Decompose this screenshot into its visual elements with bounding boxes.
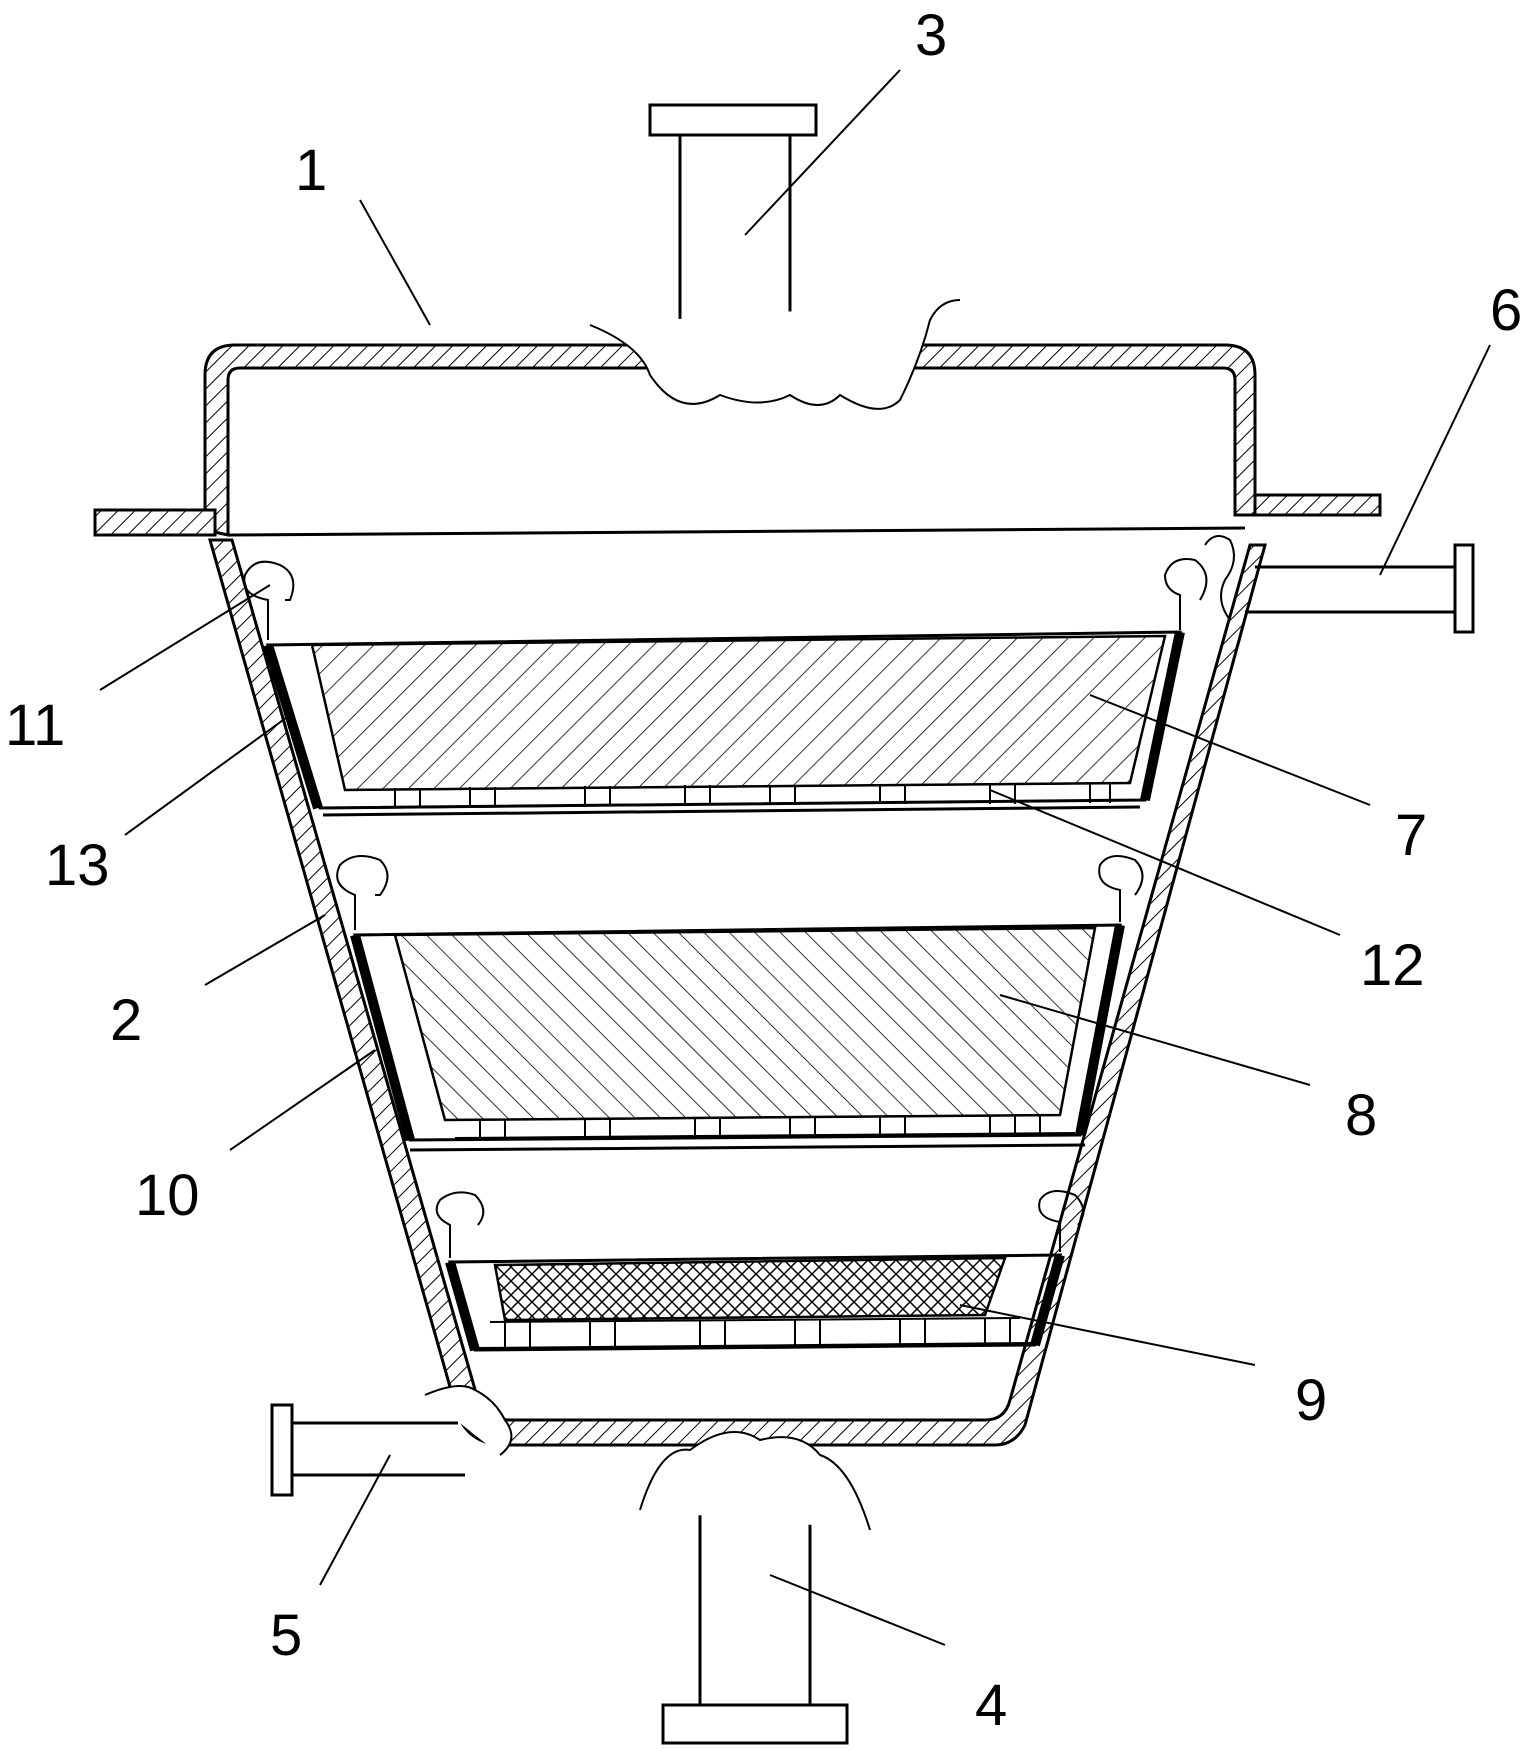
leader-lines	[99, 69, 1491, 1646]
label-10: 10	[135, 1163, 200, 1228]
label-7: 7	[1395, 803, 1427, 868]
label-1: 1	[295, 138, 327, 203]
side-port-upper	[1245, 543, 1475, 634]
label-3: 3	[915, 3, 947, 68]
label-12: 12	[1360, 933, 1425, 998]
side-port-lower	[270, 1403, 465, 1497]
filter-tier-3	[409, 1143, 1086, 1352]
label-9: 9	[1295, 1368, 1327, 1433]
outlet-pipe-bottom	[639, 1431, 871, 1745]
label-8: 8	[1345, 1083, 1377, 1148]
label-13: 13	[45, 833, 110, 898]
label-4: 4	[975, 1673, 1007, 1738]
label-2: 2	[110, 988, 142, 1053]
lid	[93, 299, 1382, 537]
perforated-plate-1	[344, 782, 1141, 809]
label-11: 11	[5, 693, 65, 758]
label-6: 6	[1490, 278, 1522, 343]
inlet-pipe-top	[648, 103, 818, 350]
number-labels: 1 3 6 11 13 7 12 2 8 10 9 5 4	[5, 3, 1522, 1738]
perforated-plate-2	[444, 1114, 1076, 1139]
filter-tier-1	[243, 558, 1208, 810]
perforated-plate-3	[477, 1317, 1036, 1349]
label-5: 5	[270, 1603, 302, 1668]
shell	[208, 535, 1267, 1456]
filter-tier-2	[322, 805, 1144, 1142]
